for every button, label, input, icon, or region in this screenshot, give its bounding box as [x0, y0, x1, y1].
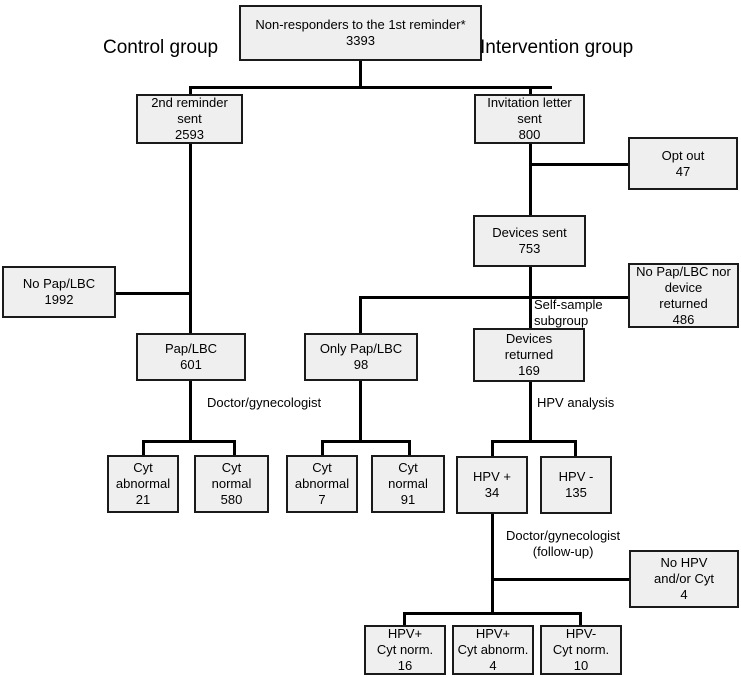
- node-devices-sent-label: Devices sent: [492, 225, 567, 240]
- connector-followup-split-bar: [403, 612, 582, 615]
- edge-label-hpv-analysis: HPV analysis: [537, 395, 615, 410]
- connector-no-pap-lbc: [116, 292, 192, 295]
- node-int-cyt-abnormal[interactable]: Cyt abnormal 7: [286, 455, 358, 513]
- node-hpv-pos-label: HPV +: [473, 469, 511, 484]
- node-pap-lbc-label: Pap/LBC: [164, 341, 218, 356]
- node-int-cyt-abnormal-label: Cyt abnormal: [294, 460, 350, 491]
- node-hpv-pos-cyt-abnorm[interactable]: HPV+ Cyt abnorm. 4: [452, 625, 534, 675]
- node-invitation-letter-value: 800: [518, 127, 541, 142]
- node-no-hpv-or-cyt[interactable]: No HPV and/or Cyt 4: [629, 550, 739, 608]
- connector-to-hpv-neg-cyt-norm: [579, 612, 582, 626]
- connector-root-split-bar: [189, 86, 552, 89]
- connector-to-second-reminder: [189, 86, 192, 96]
- node-int-cyt-abnormal-value: 7: [318, 492, 326, 507]
- node-no-pap-nor-device-label: No Pap/LBC nor device returned: [636, 263, 731, 311]
- connector-hpv-pos-down: [491, 514, 494, 614]
- node-second-reminder[interactable]: 2nd reminder sent 2593: [136, 94, 243, 144]
- edge-label-self-sample-subgroup: Self-sample subgroup: [534, 297, 603, 328]
- node-second-reminder-value: 2593: [175, 127, 204, 142]
- connector-only-pap-lbc-down: [359, 380, 362, 442]
- node-ctrl-cyt-normal-value: 580: [220, 492, 243, 507]
- node-no-pap-nor-device-value: 486: [672, 311, 695, 327]
- connector-invitation-down: [529, 143, 532, 219]
- node-ctrl-cyt-normal-label: Cyt normal: [211, 460, 252, 491]
- connector-to-int-cyt-normal: [408, 440, 411, 456]
- node-hpv-neg[interactable]: HPV - 135: [540, 456, 612, 514]
- node-hpv-pos-cyt-norm-label: HPV+ Cyt norm.: [376, 626, 434, 657]
- node-hpv-pos-cyt-norm-value: 16: [397, 658, 413, 673]
- connector-to-int-cyt-abnormal: [321, 440, 324, 456]
- node-pap-lbc-value: 601: [180, 357, 202, 372]
- node-devices-returned-label: Devices returned: [504, 331, 554, 362]
- node-hpv-neg-cyt-norm[interactable]: HPV- Cyt norm. 10: [540, 625, 622, 675]
- connector-second-reminder-down: [189, 143, 192, 333]
- connector-root-down: [359, 60, 362, 88]
- node-hpv-pos-cyt-norm[interactable]: HPV+ Cyt norm. 16: [364, 625, 446, 675]
- node-hpv-neg-value: 135: [565, 485, 587, 500]
- node-opt-out-value: 47: [675, 163, 691, 179]
- node-opt-out-label: Opt out: [661, 147, 705, 163]
- connector-no-hpv-or-cyt: [491, 578, 630, 581]
- node-hpv-pos-cyt-abnorm-value: 4: [489, 658, 497, 673]
- connector-to-only-pap-lbc: [359, 296, 362, 336]
- connector-opt-out: [529, 163, 629, 166]
- node-int-cyt-normal-label: Cyt normal: [388, 460, 428, 491]
- node-devices-returned[interactable]: Devices returned 169: [473, 328, 585, 382]
- group-label-intervention: Intervention group: [480, 37, 634, 58]
- connector-devices-sent-down: [529, 266, 532, 336]
- node-invitation-letter-label: Invitation letter sent: [487, 95, 572, 126]
- node-devices-sent-value: 753: [518, 241, 541, 256]
- connector-to-invitation-letter: [529, 86, 532, 96]
- connector-to-hpv-neg: [574, 440, 577, 456]
- node-no-pap-lbc[interactable]: No Pap/LBC 1992: [2, 266, 116, 318]
- node-devices-returned-value: 169: [518, 363, 540, 378]
- node-invitation-letter[interactable]: Invitation letter sent 800: [474, 94, 585, 144]
- node-no-hpv-or-cyt-label: No HPV and/or Cyt: [654, 555, 714, 586]
- node-no-pap-lbc-label: No Pap/LBC: [22, 276, 96, 291]
- connector-pap-lbc-split-bar: [142, 440, 236, 443]
- node-only-pap-lbc-value: 98: [353, 357, 369, 372]
- node-hpv-pos-cyt-abnorm-label: HPV+ Cyt abnorm.: [457, 626, 529, 657]
- node-root[interactable]: Non-responders to the 1st reminder* 3393: [239, 5, 482, 61]
- node-hpv-neg-label: HPV -: [558, 469, 594, 484]
- node-int-cyt-normal[interactable]: Cyt normal 91: [371, 455, 445, 513]
- connector-to-ctrl-cyt-normal: [233, 440, 236, 456]
- node-no-pap-nor-device[interactable]: No Pap/LBC nor device returned 486: [628, 263, 739, 328]
- node-second-reminder-label: 2nd reminder sent: [151, 95, 228, 126]
- connector-to-ctrl-cyt-abnormal: [142, 440, 145, 456]
- node-no-pap-lbc-value: 1992: [44, 292, 74, 307]
- node-hpv-pos-value: 34: [484, 485, 500, 500]
- node-ctrl-cyt-normal[interactable]: Cyt normal 580: [194, 455, 269, 513]
- node-root-value: 3393: [346, 33, 375, 48]
- node-pap-lbc[interactable]: Pap/LBC 601: [136, 333, 246, 381]
- edge-label-doctor-gynecologist-followup: Doctor/gynecologist (follow-up): [506, 528, 621, 559]
- connector-subgroup-bar: [359, 296, 631, 299]
- node-only-pap-lbc-label: Only Pap/LBC: [319, 341, 403, 356]
- node-ctrl-cyt-abnormal-label: Cyt abnormal: [115, 460, 171, 491]
- node-int-cyt-normal-value: 91: [400, 492, 416, 507]
- node-hpv-neg-cyt-norm-value: 10: [573, 658, 589, 673]
- node-devices-sent[interactable]: Devices sent 753: [473, 215, 586, 267]
- connector-to-hpv-pos-cyt-norm: [403, 612, 406, 626]
- node-hpv-neg-cyt-norm-label: HPV- Cyt norm.: [552, 626, 610, 657]
- edge-label-doctor-gynecologist-control: Doctor/gynecologist: [207, 395, 322, 410]
- connector-devices-returned-down: [529, 380, 532, 442]
- node-only-pap-lbc[interactable]: Only Pap/LBC 98: [304, 333, 418, 381]
- node-ctrl-cyt-abnormal[interactable]: Cyt abnormal 21: [107, 455, 179, 513]
- connector-hpv-split-bar: [491, 440, 577, 443]
- node-opt-out[interactable]: Opt out 47: [628, 137, 738, 190]
- connector-only-pap-split-bar: [321, 440, 411, 443]
- node-hpv-pos[interactable]: HPV + 34: [456, 456, 528, 514]
- node-root-label: Non-responders to the 1st reminder*: [255, 17, 466, 32]
- connector-to-hpv-pos: [491, 440, 494, 456]
- connector-pap-lbc-down: [189, 380, 192, 442]
- node-ctrl-cyt-abnormal-value: 21: [135, 492, 151, 507]
- node-no-hpv-or-cyt-value: 4: [680, 587, 688, 602]
- group-label-control: Control group: [103, 37, 219, 58]
